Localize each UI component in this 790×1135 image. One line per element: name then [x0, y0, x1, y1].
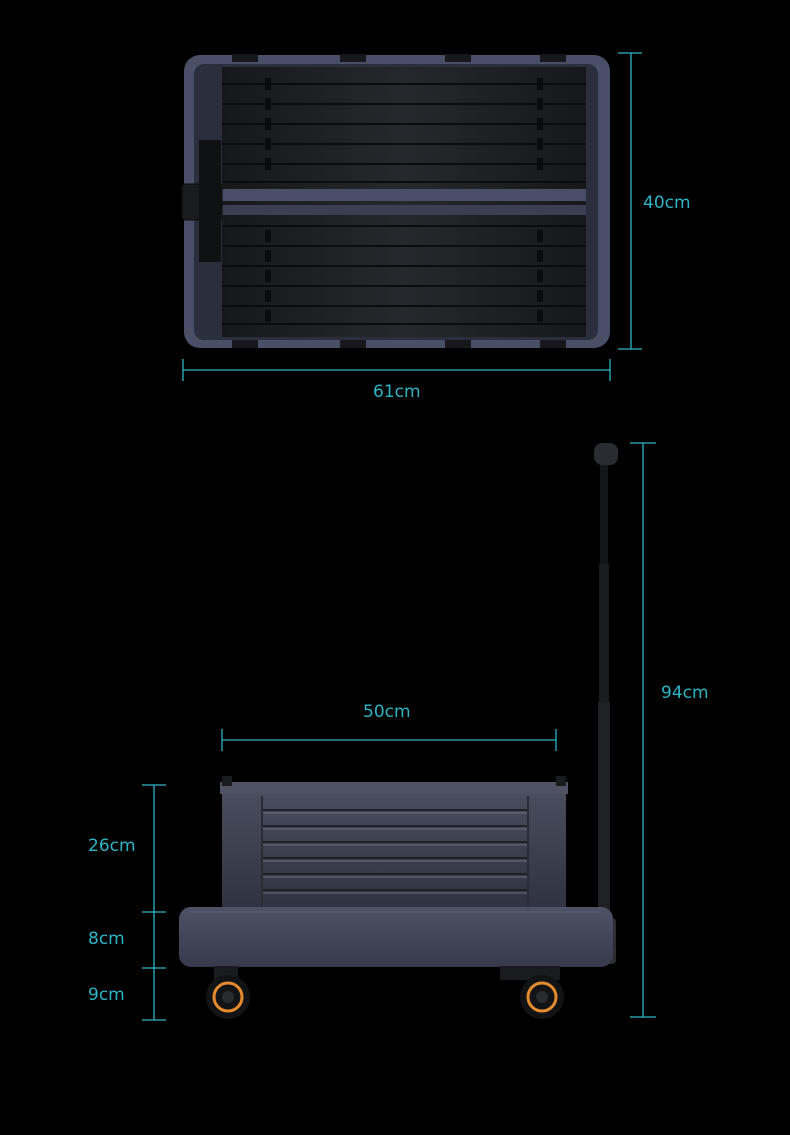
side-bin-clip-right [556, 776, 566, 786]
top-slat-clips [265, 78, 543, 322]
top-center-bar [200, 189, 586, 201]
label-base-height: 8cm [88, 929, 125, 949]
handle-tube-middle [599, 564, 609, 704]
label-length: 50cm [363, 702, 411, 722]
side-view-cart [179, 443, 618, 1019]
side-bin-rim [220, 782, 568, 794]
side-bin-clip-left [222, 776, 232, 786]
handle-grip [594, 443, 618, 465]
top-bin-floor [222, 67, 586, 337]
dimension-stack-heights [142, 784, 166, 1021]
top-handle-slot [199, 140, 221, 262]
top-view-cart [181, 54, 610, 348]
side-base-platform [179, 907, 613, 967]
label-depth: 40cm [643, 193, 691, 213]
dimension-length-50 [221, 729, 557, 751]
label-wheel-height: 9cm [88, 985, 125, 1005]
top-edge-tabs [232, 54, 566, 348]
label-width: 61cm [373, 382, 421, 402]
dimension-width-61 [182, 359, 611, 381]
side-bin-ribs [262, 809, 528, 891]
handle-tube-upper [600, 462, 608, 566]
top-bin-slats [222, 83, 586, 325]
dimension-depth-40 [618, 52, 642, 350]
handle-tube-lower [598, 702, 610, 934]
label-bin-height: 26cm [88, 836, 136, 856]
dimension-total-height-94 [630, 442, 656, 1018]
label-total-height: 94cm [661, 683, 709, 703]
wheel-rear [500, 966, 564, 1019]
top-center-bar-lower [200, 205, 586, 215]
wheel-front [206, 966, 250, 1019]
side-bin-rib-highlights [262, 812, 528, 894]
